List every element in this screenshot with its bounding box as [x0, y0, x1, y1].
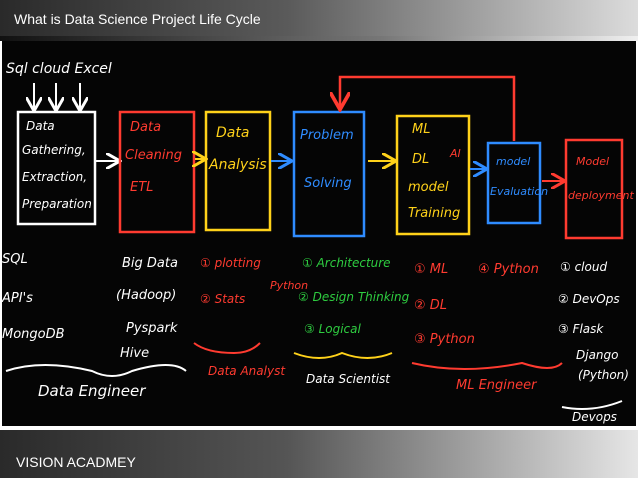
stage-text-gathering: Data Gathering, Extraction, Preparation: [22, 119, 92, 211]
svg-text:model: model: [496, 155, 530, 168]
svg-text:Extraction,: Extraction,: [22, 170, 87, 184]
data-scientist-brace: [293, 351, 393, 359]
stage-box-cleaning: [118, 110, 196, 234]
role-data-scientist: Data Scientist: [306, 372, 391, 386]
svg-text:MongoDB: MongoDB: [2, 327, 65, 342]
svg-text:Model: Model: [576, 155, 609, 168]
svg-text:① Architecture: ① Architecture: [302, 256, 391, 270]
ai-badge: AI: [449, 147, 461, 160]
ml-engineer-brace: [411, 361, 563, 370]
stage-text-cleaning: Data Cleaning ETL: [125, 120, 182, 195]
stage-text-evaluation: model Evaluation: [490, 155, 548, 198]
svg-text:③ Python: ③ Python: [414, 332, 475, 347]
svg-text:② Stats: ② Stats: [200, 292, 245, 306]
source-arrows: [34, 83, 80, 109]
footer-brand: VISION ACADMEY: [16, 454, 136, 470]
svg-text:Evaluation: Evaluation: [490, 185, 548, 198]
svg-text:deployment: deployment: [568, 189, 634, 202]
svg-text:② Design Thinking: ② Design Thinking: [298, 290, 410, 304]
role-devops: Devops: [572, 410, 617, 424]
svg-text:(Hadoop): (Hadoop): [116, 288, 176, 303]
role-data-engineer: Data Engineer: [38, 382, 146, 400]
svg-text:Cleaning: Cleaning: [125, 148, 182, 163]
chalkboard-diagram: Sql cloud Excel Data Gathering, Extracti…: [2, 41, 636, 426]
svg-text:Python: Python: [270, 279, 308, 292]
sources-label: Sql cloud Excel: [6, 61, 112, 77]
svg-text:① plotting: ① plotting: [200, 256, 261, 270]
svg-text:Data: Data: [216, 125, 249, 141]
role-ml-engineer: ML Engineer: [456, 378, 538, 393]
stage-box-deployment: [564, 138, 624, 240]
devops-skills: ① cloud ② DevOps ③ Flask Django (Python): [558, 260, 629, 382]
lifecycle-diagram: Sql cloud Excel Data Gathering, Extracti…: [2, 61, 634, 424]
stage-text-analysis: Data Analysis: [208, 125, 267, 173]
footer-bar: VISION ACADMEY: [0, 430, 638, 478]
svg-text:③ Logical: ③ Logical: [304, 322, 362, 336]
data-engineer-skills: SQL API's MongoDB Big Data (Hadoop) Pysp…: [2, 252, 178, 361]
svg-text:① cloud: ① cloud: [560, 260, 607, 274]
svg-text:SQL: SQL: [2, 252, 28, 267]
svg-text:Data: Data: [26, 119, 55, 133]
stage-box-analysis: [204, 110, 272, 232]
stage-box-problem-solving: [292, 110, 366, 238]
svg-text:④ Python: ④ Python: [478, 262, 539, 277]
svg-text:Data: Data: [130, 120, 161, 135]
stage-text-deployment: Model deployment: [568, 155, 634, 202]
data-scientist-skills: ① Architecture ② Design Thinking ③ Logic…: [298, 256, 410, 336]
svg-text:DL: DL: [412, 152, 429, 167]
svg-text:Django: Django: [576, 348, 619, 362]
svg-text:API's: API's: [2, 291, 33, 306]
data-analyst-brace: [193, 342, 261, 355]
data-engineer-brace: [5, 364, 187, 377]
header-divider: [0, 36, 638, 41]
svg-text:Pyspark: Pyspark: [126, 321, 178, 336]
svg-text:Hive: Hive: [120, 346, 149, 361]
data-analyst-skills: ① plotting ② Stats Python: [200, 256, 308, 306]
svg-text:ETL: ETL: [130, 180, 153, 195]
devops-brace: [561, 400, 623, 410]
stage-box-evaluation: [486, 141, 542, 225]
page-title: What is Data Science Project Life Cycle: [14, 11, 261, 27]
stage-box-training: [395, 114, 471, 236]
svg-text:Preparation: Preparation: [22, 197, 92, 211]
svg-text:① ML: ① ML: [414, 262, 448, 277]
svg-text:(Python): (Python): [578, 368, 629, 382]
stage-text-problem-solving: Problem Solving: [300, 128, 354, 191]
ml-engineer-skills: ① ML ② DL ③ Python ④ Python: [414, 262, 539, 347]
svg-text:Solving: Solving: [304, 176, 352, 191]
svg-text:③ Flask: ③ Flask: [558, 322, 604, 336]
stage-text-training: ML DL model Training: [408, 122, 460, 221]
header-bar: What is Data Science Project Life Cycle: [0, 0, 638, 36]
svg-text:② DevOps: ② DevOps: [558, 292, 620, 306]
svg-text:Analysis: Analysis: [208, 157, 267, 173]
svg-text:ML: ML: [412, 122, 430, 137]
role-data-analyst: Data Analyst: [208, 364, 286, 378]
svg-text:Gathering,: Gathering,: [22, 143, 86, 157]
svg-text:Training: Training: [408, 206, 460, 221]
svg-text:model: model: [408, 180, 449, 195]
svg-text:Big Data: Big Data: [122, 256, 178, 271]
svg-text:Problem: Problem: [300, 128, 354, 143]
stage-box-gathering: [16, 110, 97, 226]
svg-text:② DL: ② DL: [414, 298, 447, 313]
feedback-loop-arrow: [340, 75, 516, 141]
